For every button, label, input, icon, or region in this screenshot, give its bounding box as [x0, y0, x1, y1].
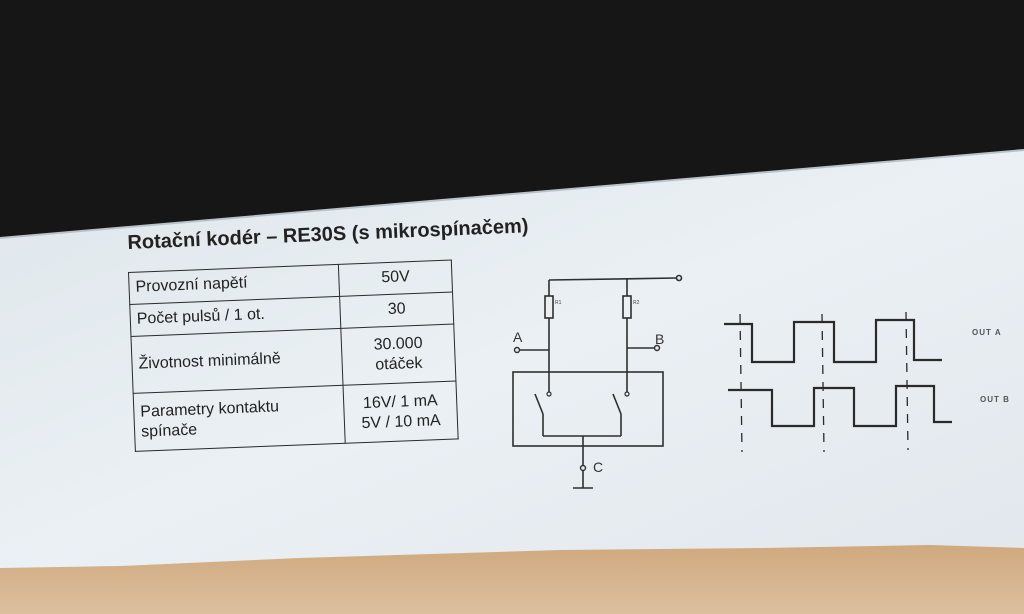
resistor-r1 [544, 295, 554, 319]
terminal-a-dot [513, 346, 521, 354]
spec-value: 30 [339, 292, 454, 329]
terminal-c-label: C [593, 459, 603, 475]
switch-b [612, 393, 622, 415]
terminal-b-dot [653, 344, 661, 352]
supply-terminal [675, 274, 683, 282]
out-a-label: OUT A [972, 328, 1002, 337]
resistor-r2 [622, 295, 632, 319]
paper-sheet [0, 150, 1024, 568]
spec-value: 16V/ 1 mA 5V / 10 mA [343, 381, 459, 444]
waveform-out-b [728, 384, 952, 428]
switch-a [534, 393, 544, 415]
spec-value: 50V [338, 260, 453, 297]
terminal-b-label: B [655, 331, 664, 347]
paper-shadow-edge [0, 149, 1024, 239]
waveform-out-a [724, 318, 942, 364]
resistor-r2-label: R2 [633, 300, 640, 306]
table-row: Parametry kontaktu spínače 16V/ 1 mA 5V … [133, 381, 459, 452]
terminal-c-dot [579, 464, 587, 472]
spec-value: 30.000 otáček [341, 323, 456, 386]
terminal-a-label: A [513, 329, 523, 345]
encoder-schematic: A B C R1 R2 [512, 274, 683, 489]
spec-value-line: 5V / 10 mA [361, 411, 441, 432]
spec-table: Provozní napětí 50V Počet pulsů / 1 ot. … [128, 260, 459, 452]
spec-label: Životnost minimálně [130, 328, 344, 394]
output-waveforms: OUT A OUT B [724, 312, 1010, 453]
out-b-label: OUT B [980, 395, 1010, 404]
supply-rail [548, 277, 678, 281]
resistor-r1-label: R1 [555, 300, 562, 306]
encoder-housing [512, 371, 664, 447]
phase-marker-lines [739, 312, 909, 453]
spec-label: Parametry kontaktu spínače [133, 385, 346, 452]
